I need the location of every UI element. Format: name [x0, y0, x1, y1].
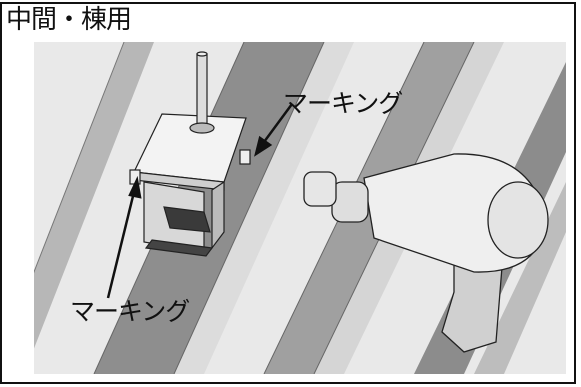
marking-arrows: [106, 103, 294, 299]
roof-bracket-illustration: [34, 42, 566, 374]
marking-label-bottom: マーキング: [70, 297, 190, 326]
figure-title: 中間・棟用: [6, 5, 132, 35]
impact-wrench-icon: [303, 153, 549, 353]
marking-label-top: マーキング: [283, 89, 403, 118]
bracket-icon: [129, 51, 251, 257]
